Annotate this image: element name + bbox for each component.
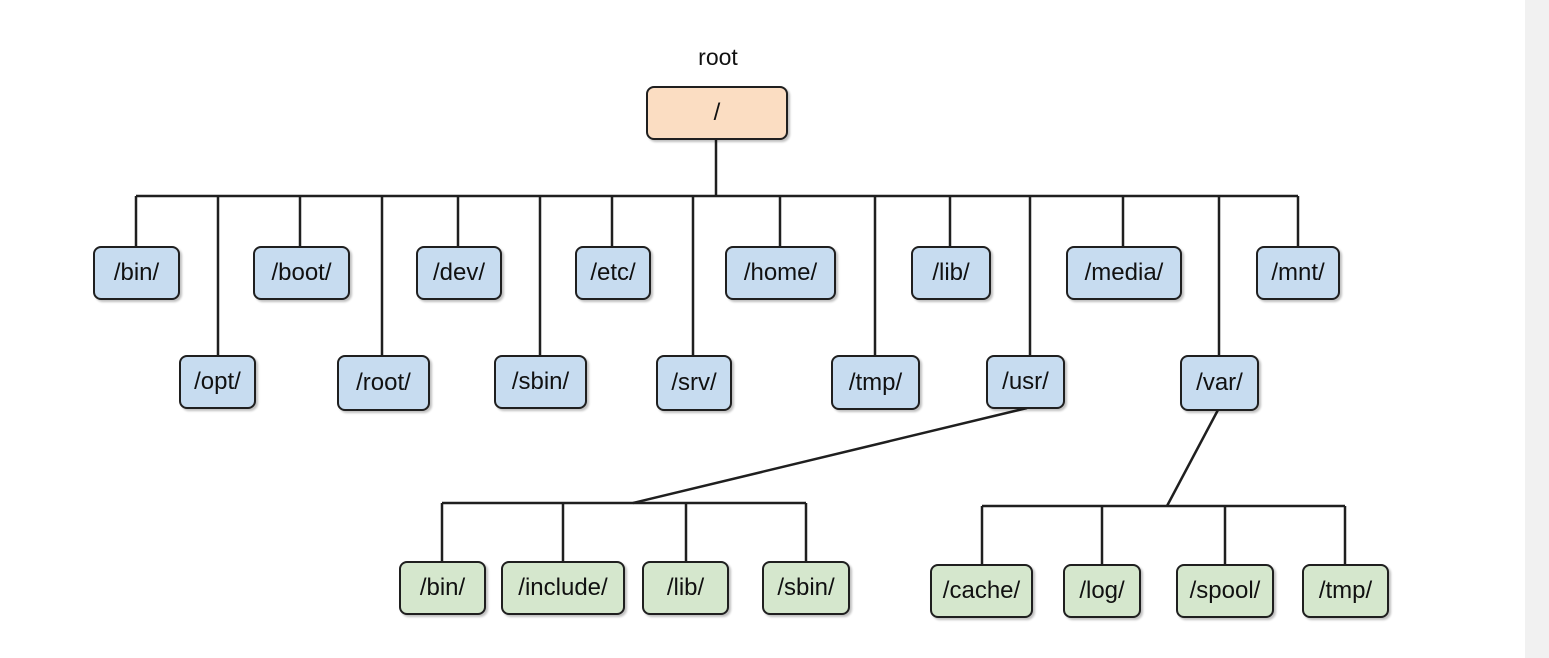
node-var: /var/ [1180, 355, 1259, 411]
node-var-tmp: /tmp/ [1302, 564, 1389, 618]
node-usr-bin: /bin/ [399, 561, 486, 615]
node-mnt: /mnt/ [1256, 246, 1340, 300]
node-usr-include: /include/ [501, 561, 625, 615]
node-opt: /opt/ [179, 355, 256, 409]
node-media: /media/ [1066, 246, 1182, 300]
node-dev: /dev/ [416, 246, 502, 300]
node-lib: /lib/ [911, 246, 991, 300]
node-tmp: /tmp/ [831, 355, 920, 410]
node-var-cache: /cache/ [930, 564, 1033, 618]
connector-var-diagonal [1165, 407, 1221, 507]
node-bin: /bin/ [93, 246, 180, 300]
right-edge-strip [1525, 0, 1549, 658]
node-sbin: /sbin/ [494, 355, 587, 409]
node-boot: /boot/ [253, 246, 350, 300]
node-srv: /srv/ [656, 355, 732, 411]
root-caption: root [698, 44, 738, 70]
node-root: / [646, 86, 788, 140]
node-root-dir: /root/ [337, 355, 430, 411]
node-var-log: /log/ [1063, 564, 1141, 618]
node-var-spool: /spool/ [1176, 564, 1274, 618]
node-etc: /etc/ [575, 246, 651, 300]
node-home: /home/ [725, 246, 836, 300]
connector-usr-diagonal [632, 406, 1028, 505]
node-usr: /usr/ [986, 355, 1065, 409]
node-usr-sbin: /sbin/ [762, 561, 850, 615]
node-usr-lib: /lib/ [642, 561, 729, 615]
